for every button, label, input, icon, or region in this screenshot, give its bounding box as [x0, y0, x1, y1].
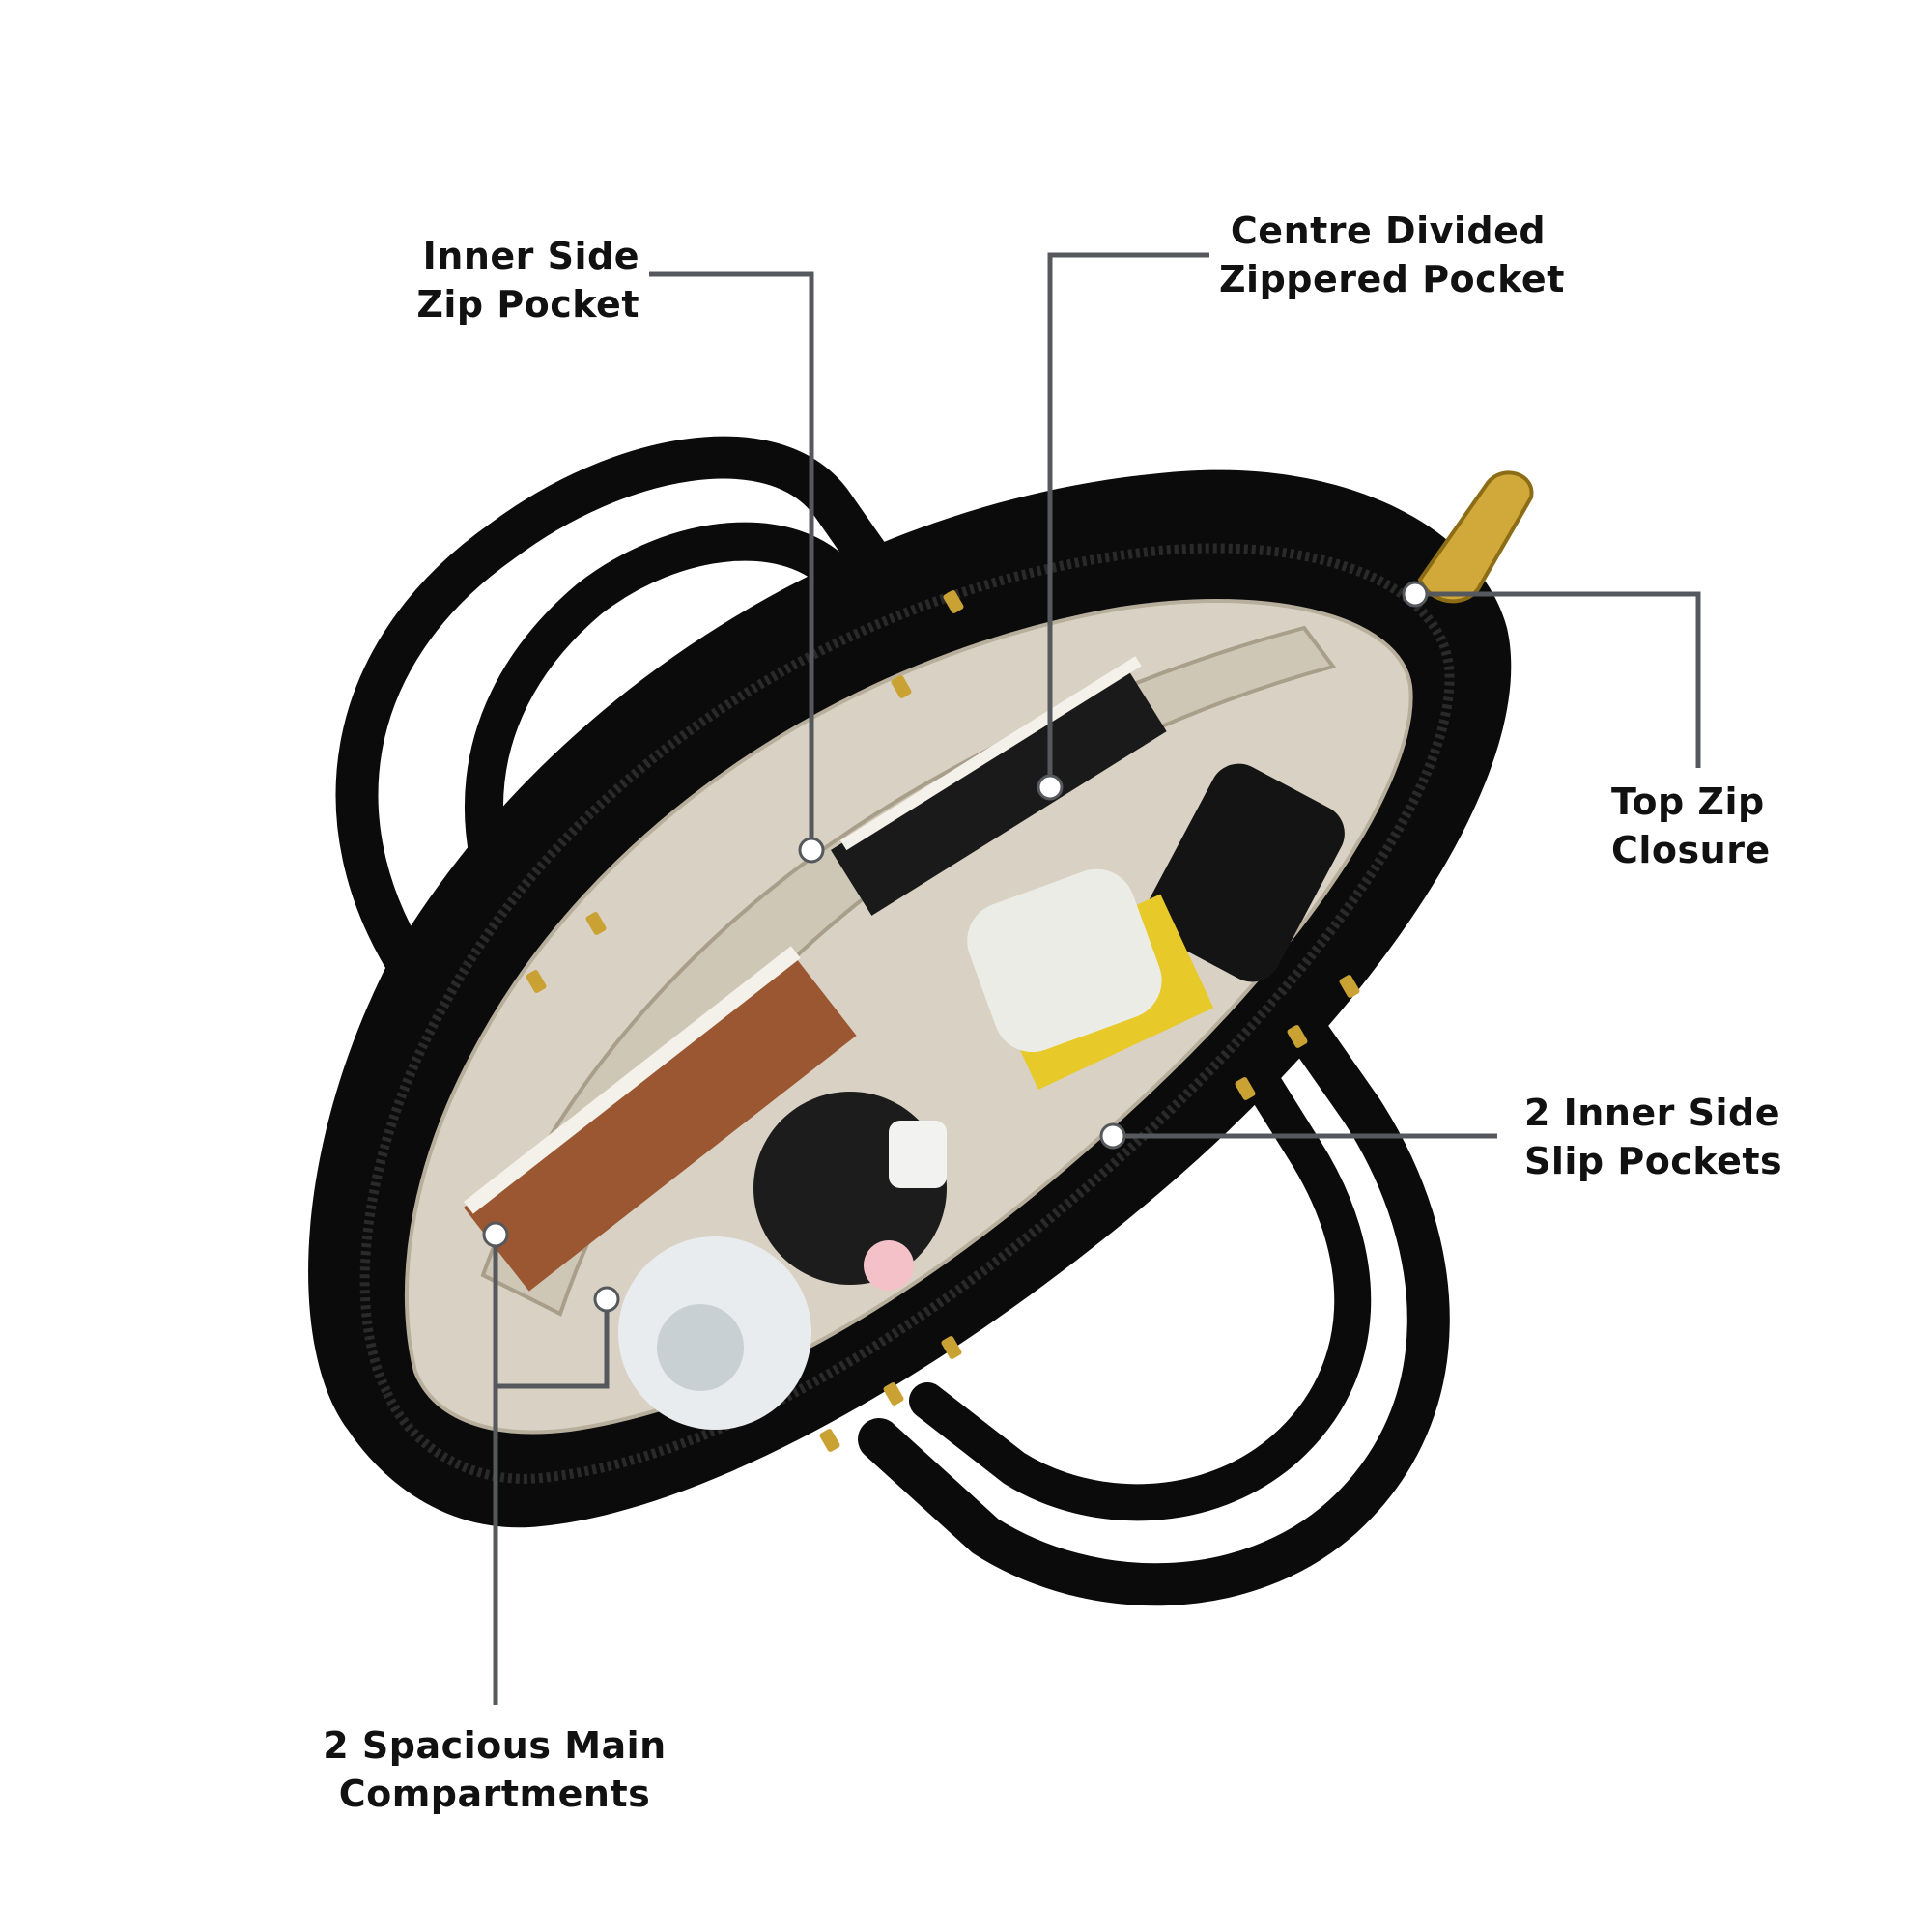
callout-centre-divided-zippered-pocket: Centre Divided Zippered Pocket [1219, 207, 1565, 303]
leader-inner-side-zip [649, 271, 814, 850]
callout-inner-side-zip-line2: Zip Pocket [416, 283, 639, 326]
callout-main-compartments-line2: Compartments [338, 1773, 651, 1815]
callout-top-zip-line1: Top Zip [1611, 781, 1765, 823]
callout-centre-divided-line2: Zippered Pocket [1219, 258, 1565, 300]
dot-top-zip [1402, 581, 1429, 608]
gold-hardware [526, 590, 1360, 1452]
leader-top-zip [1415, 591, 1701, 768]
callout-slip-pockets-line1: 2 Inner Side [1524, 1092, 1781, 1134]
callout-top-zip-line2: Closure [1611, 829, 1771, 871]
callout-top-zip-closure: Top Zip Closure [1611, 778, 1804, 874]
callout-leader-lines [493, 252, 1701, 1705]
zipper-pull [1417, 470, 1534, 604]
callout-inner-side-slip-pockets: 2 Inner Side Slip Pockets [1524, 1089, 1814, 1185]
callout-centre-divided-line1: Centre Divided [1230, 210, 1547, 252]
dot-centre-divided [1037, 774, 1064, 801]
dot-inner-side-zip [798, 837, 825, 864]
leader-main-compartments-right [496, 1304, 610, 1389]
leader-centre-divided [1047, 252, 1209, 787]
front-handle-outer [858, 993, 1450, 1606]
callout-dots [482, 581, 1429, 1313]
back-handle-outer [335, 436, 920, 997]
callout-main-compartments-line1: 2 Spacious Main [323, 1724, 667, 1767]
callout-inner-side-zip-line1: Inner Side [422, 235, 639, 277]
callout-inner-side-zip-pocket: Inner Side Zip Pocket [386, 232, 639, 328]
callout-spacious-main-compartments: 2 Spacious Main Compartments [301, 1721, 688, 1818]
front-handle-inner [909, 1054, 1372, 1521]
dot-main-compartment-1 [482, 1221, 509, 1248]
bag-contents [464, 656, 1345, 1430]
dot-main-compartment-2 [593, 1286, 620, 1313]
dot-slip-pockets [1099, 1122, 1126, 1150]
callout-slip-pockets-line2: Slip Pockets [1524, 1140, 1783, 1182]
